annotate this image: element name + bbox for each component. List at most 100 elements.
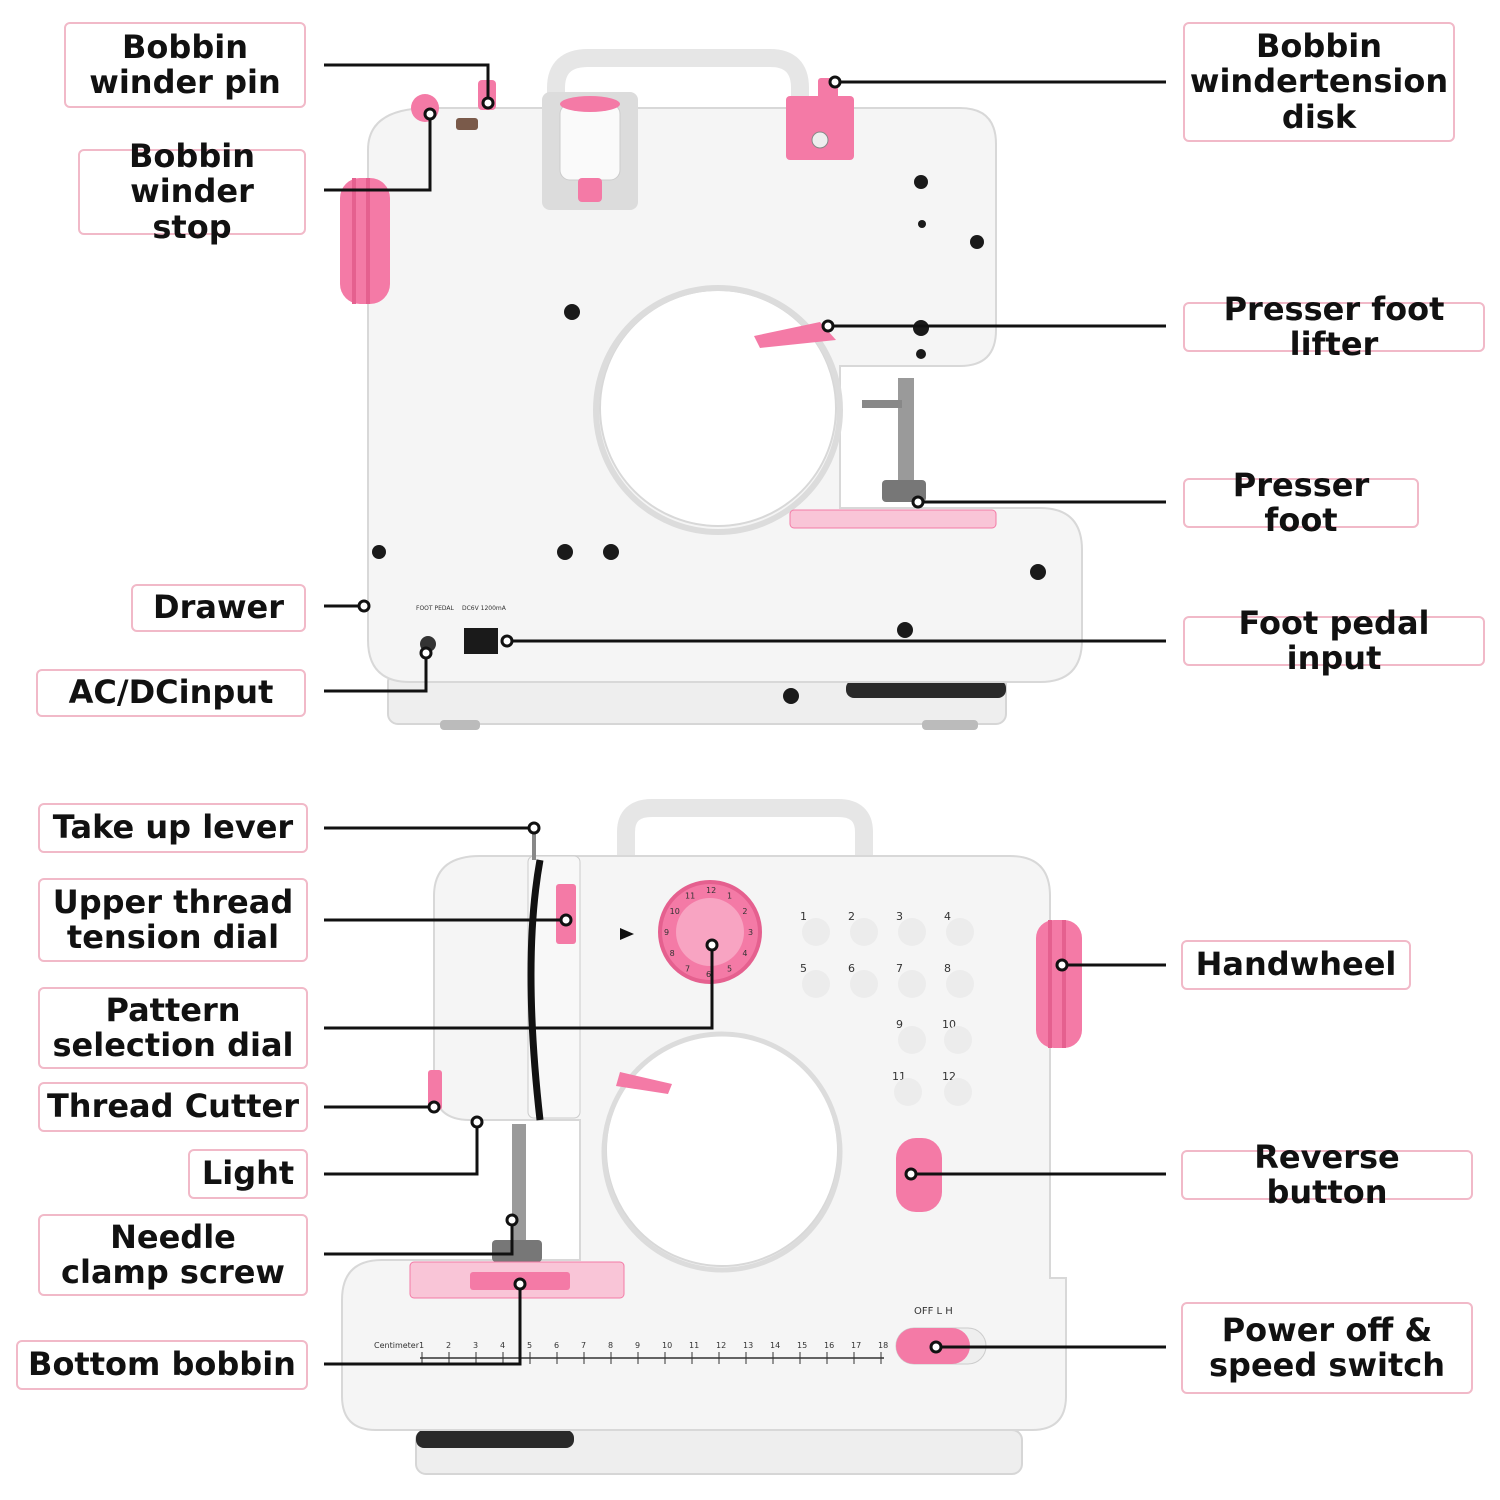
label-handwheel: Handwheel (1181, 940, 1411, 990)
ruler-number: 14 (770, 1341, 780, 1350)
stitch-icon (850, 970, 878, 998)
label-presser-foot-lifter: Presser foot lifter (1183, 291, 1485, 362)
thread-guide (862, 400, 902, 408)
tension-screw (811, 131, 829, 149)
ruler-number: 4 (500, 1341, 505, 1350)
handwheel-ridge (1062, 920, 1066, 1048)
spool-cap (560, 96, 620, 112)
base-slot (846, 680, 1006, 698)
arm-ring (601, 1031, 843, 1273)
label-power-speed-switch: Power off & speed switch (1181, 1302, 1473, 1394)
label-reverse-button: Reverse button (1181, 1139, 1473, 1210)
stitch-number: 3 (896, 910, 903, 923)
dial-number: 3 (748, 928, 753, 937)
ruler-number: 1 (419, 1341, 424, 1350)
label-foot-pedal-input: Foot pedal input (1183, 605, 1485, 676)
presser-foot-part (492, 1240, 542, 1262)
stitch-number: 1 (800, 910, 807, 923)
ruler-number: 9 (635, 1341, 640, 1350)
base-slot (416, 1430, 574, 1448)
leader-lines (324, 63, 1166, 1366)
carry-handle (617, 799, 873, 860)
tension-disk-block (786, 96, 854, 160)
ruler-label: Centimeter (374, 1341, 420, 1350)
dial-number: 2 (742, 907, 747, 916)
stitch-number: 6 (848, 962, 855, 975)
label-bobbin-winder-stop: Bobbin winder stop (78, 139, 306, 244)
dial-number: 4 (742, 949, 747, 958)
stitch-number: 2 (848, 910, 855, 923)
stitch-number: 4 (944, 910, 951, 923)
dial-number: 12 (706, 886, 716, 895)
ruler-number: 3 (473, 1341, 478, 1350)
spool-pin-base (578, 178, 602, 202)
dial-number: 1 (727, 892, 732, 901)
label-pattern-selection-dial: Pattern selection dial (38, 987, 308, 1069)
stitch-number: 5 (800, 962, 807, 975)
dial-number: 9 (664, 928, 669, 937)
label-needle-clamp-screw: Needle clamp screw (38, 1214, 308, 1296)
handwheel-ridge (1048, 920, 1052, 1048)
label-upper-thread-tension-dial: Upper thread tension dial (38, 878, 308, 962)
stitch-icon (802, 918, 830, 946)
dial-number: 7 (685, 964, 690, 973)
label-bobbin-winder-tension-disk: Bobbin windertension disk (1183, 22, 1455, 142)
stitch-number: 9 (896, 1018, 903, 1031)
stitch-icon (944, 1078, 972, 1106)
needle-plate (789, 509, 997, 529)
switch-marks: OFF L H (914, 1306, 953, 1317)
dial-number: 11 (685, 892, 695, 901)
ruler-number: 15 (797, 1341, 807, 1350)
ruler-number: 16 (824, 1341, 834, 1350)
ruler-number: 11 (689, 1341, 699, 1350)
dial-number: 8 (670, 949, 675, 958)
stitch-icon (898, 970, 926, 998)
ruler-number: 6 (554, 1341, 559, 1350)
thread-cutter-part (428, 1070, 442, 1110)
ruler-number: 17 (851, 1341, 861, 1350)
stitch-icon (944, 1026, 972, 1054)
presser-foot-lifter-part (754, 322, 836, 348)
label-light: Light (188, 1149, 308, 1199)
arm-ring (593, 285, 843, 535)
ruler-number: 5 (527, 1341, 532, 1350)
machine-back-view: FOOT PEDAL DC6V 1200mA (340, 49, 1083, 730)
handwheel-back (340, 178, 390, 304)
pattern-dial-center (676, 898, 744, 966)
handwheel-ridge (352, 178, 356, 304)
dial-number: 10 (670, 907, 680, 916)
stitch-icon (894, 1078, 922, 1106)
ruler-number: 12 (716, 1341, 726, 1350)
power-rating-print: DC6V 1200mA (462, 605, 507, 612)
machine-body (367, 107, 1083, 683)
winder-slot (456, 118, 478, 130)
foot-right (922, 720, 978, 730)
ruler-number: 13 (743, 1341, 753, 1350)
label-drawer: Drawer (131, 584, 306, 632)
dial-number: 6 (706, 970, 711, 979)
label-take-up-lever: Take up lever (38, 803, 308, 853)
stitch-number: 7 (896, 962, 903, 975)
handwheel-ridge (366, 178, 370, 304)
label-bobbin-winder-pin: Bobbin winder pin (64, 22, 306, 108)
leader-dots (357, 75, 1069, 1354)
screw-holes (372, 175, 1046, 704)
dial-number: 5 (727, 964, 732, 973)
stitch-icon (946, 970, 974, 998)
label-thread-cutter: Thread Cutter (38, 1082, 308, 1132)
thread-slot (527, 859, 544, 1121)
needle-bar (898, 378, 914, 496)
ruler-number: 2 (446, 1341, 451, 1350)
ruler-number: 7 (581, 1341, 586, 1350)
stitch-icon (946, 918, 974, 946)
dial-pointer (620, 928, 634, 940)
presser-foot-lifter-part (616, 1072, 672, 1094)
ruler-number: 18 (878, 1341, 888, 1350)
foot-left (440, 720, 480, 730)
needle-bar (512, 1124, 526, 1250)
